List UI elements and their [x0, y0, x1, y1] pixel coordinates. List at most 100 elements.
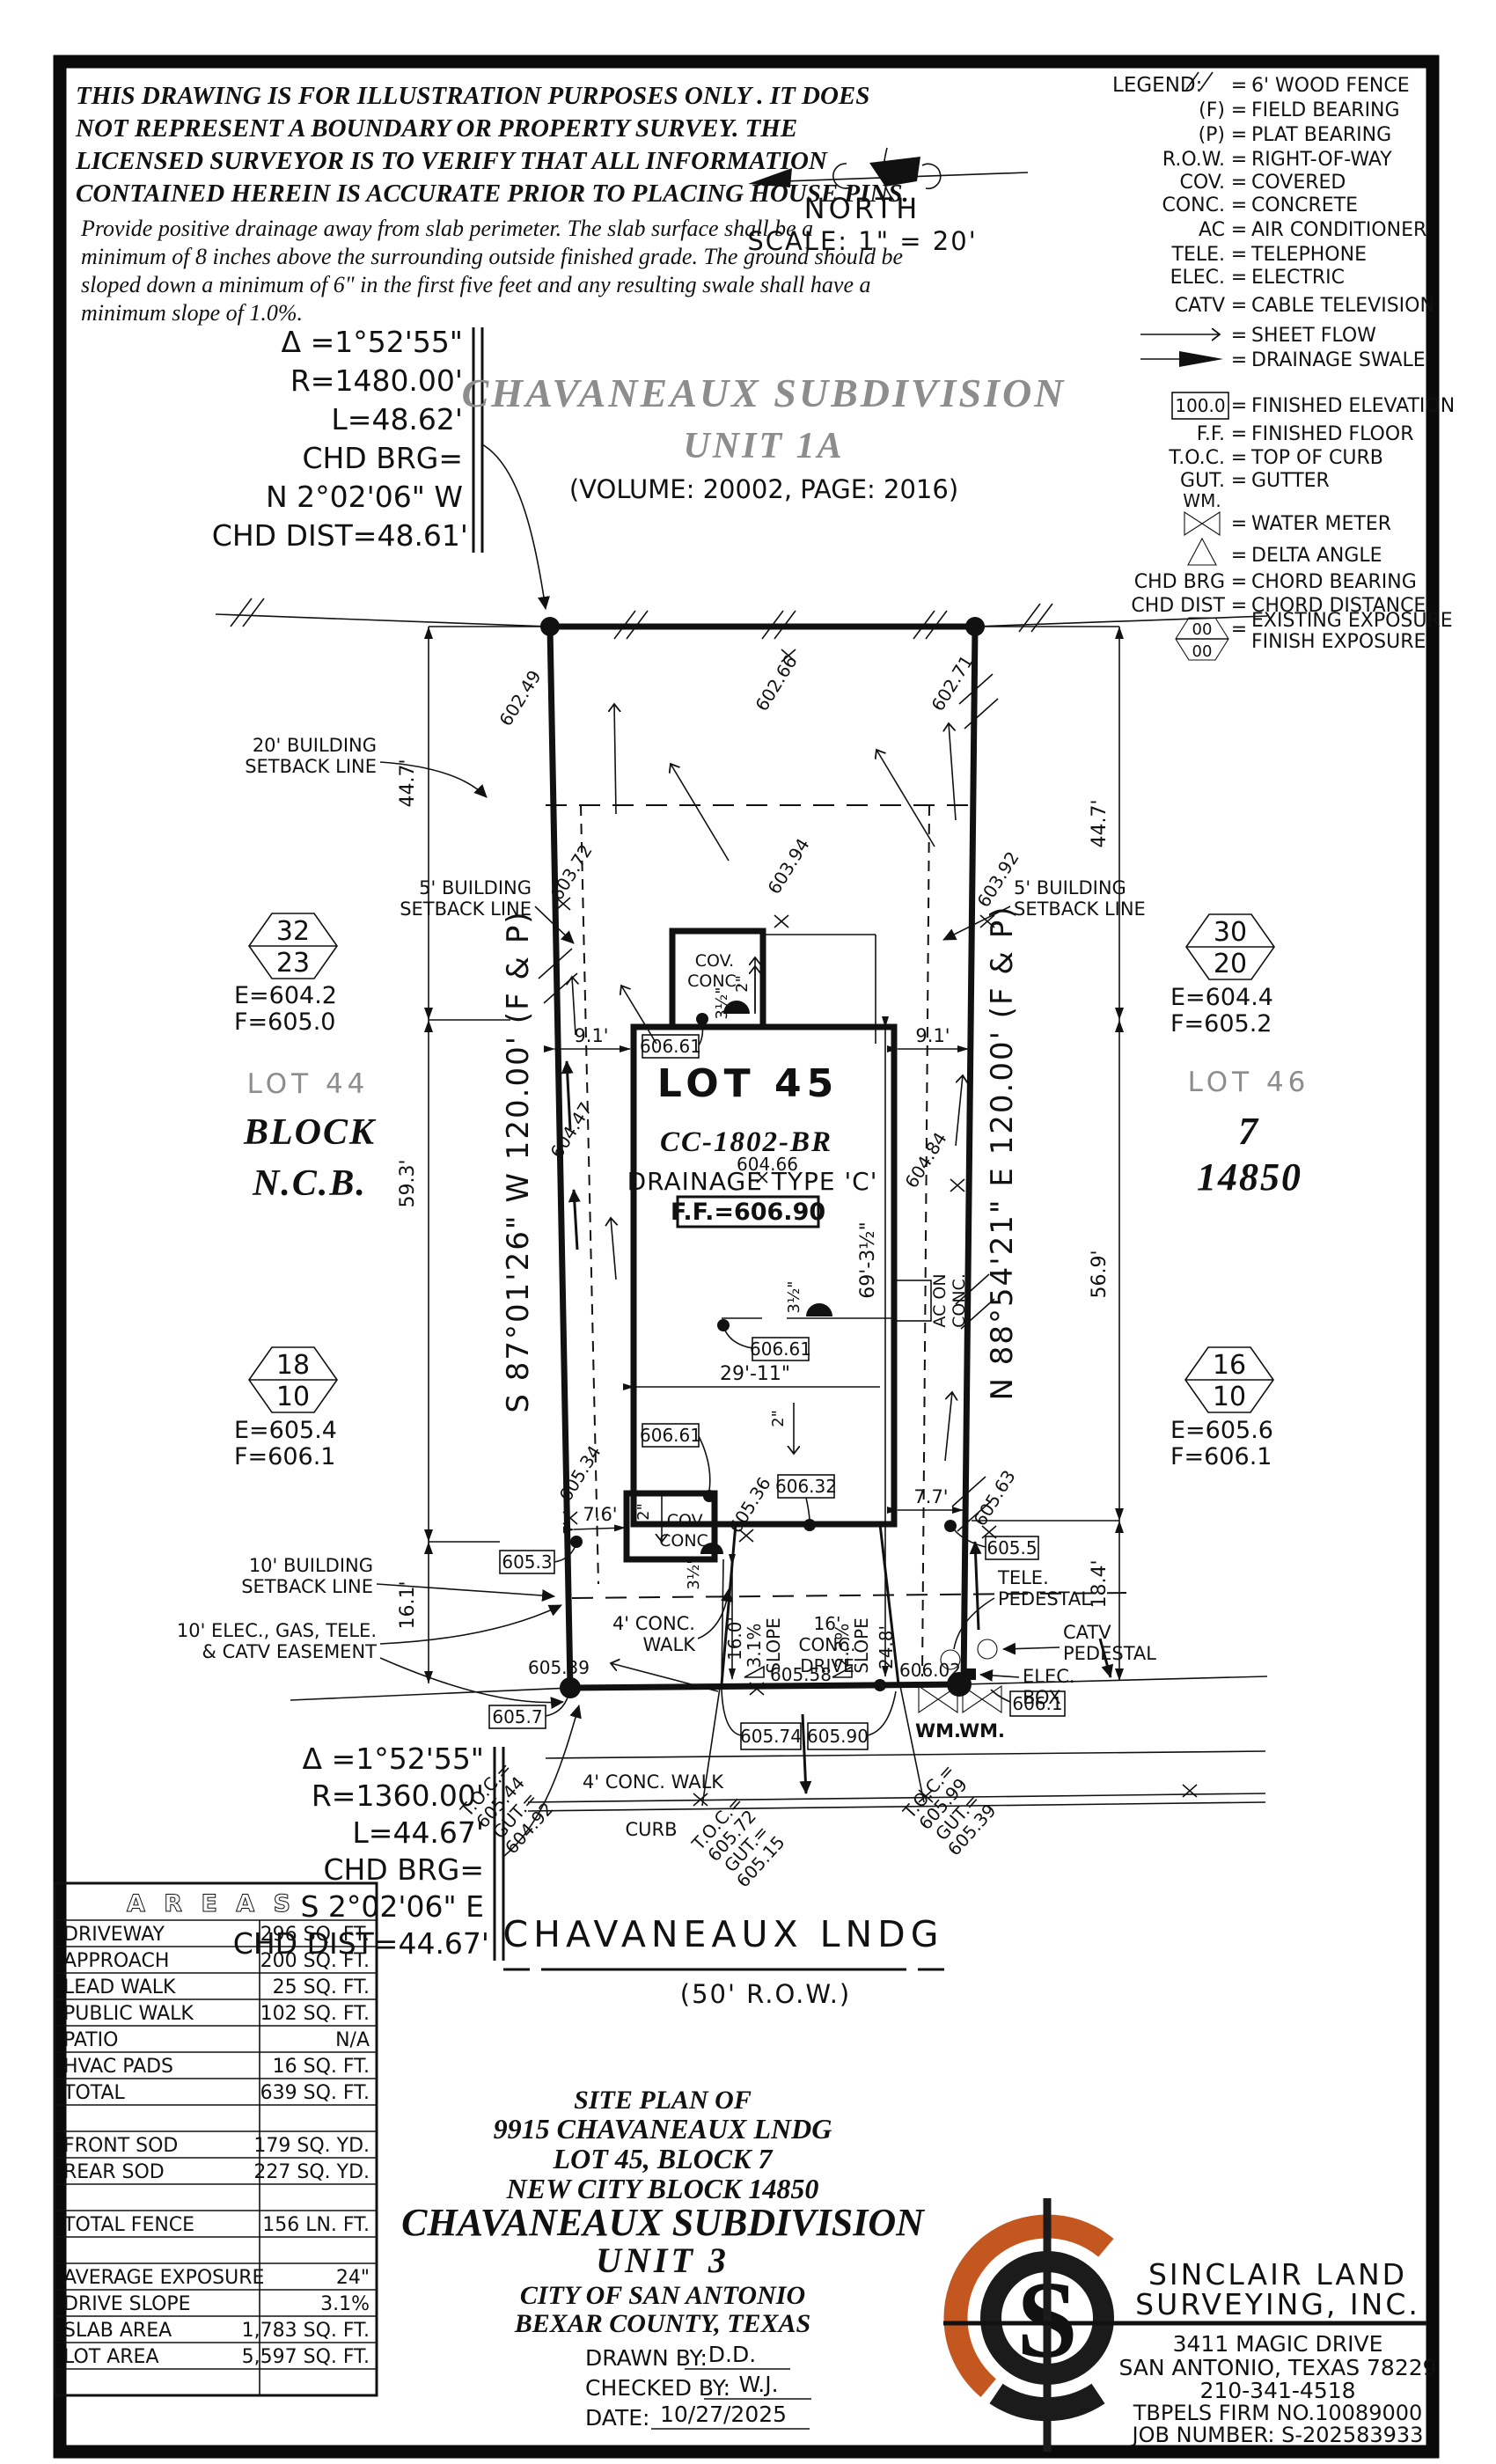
- hexagon-18-10: 18 10 E=605.4 F=606.1: [234, 1346, 338, 1470]
- catv-pedestal-icon: [977, 1639, 998, 1660]
- equals: =: [1231, 619, 1247, 641]
- dim-56-9: 56.9': [1089, 1250, 1111, 1298]
- equals: =: [1231, 545, 1247, 567]
- exposure-2: 2": [733, 975, 752, 993]
- legend-sym: T.O.C.: [1168, 447, 1225, 469]
- plat-drawing: 20' BUILDING SETBACK LINE 5' BUILDING SE…: [177, 598, 1305, 2009]
- date-value: 10/27/2025: [660, 2402, 787, 2427]
- equals: =: [1231, 124, 1247, 146]
- hex-finish: F=605.0: [234, 1008, 335, 1036]
- legend-label: FINISHED FLOOR: [1251, 423, 1413, 445]
- legend-label: CABLE TELEVISION: [1251, 295, 1434, 317]
- utilities: WM. WM. 606.1 TELE. PEDESTAL CATV PEDEST…: [915, 1567, 1156, 1742]
- tele-pedestal-icon: [940, 1649, 961, 1670]
- approach-edge-left: [701, 1687, 721, 1807]
- legend-sym: (P): [1199, 124, 1225, 146]
- ncb-14850-label: 14850: [1197, 1155, 1302, 1199]
- street-name: CHAVANEAUX LNDG: [503, 1913, 944, 1955]
- setback-5-label-right: SETBACK LINE: [1014, 898, 1146, 920]
- setback-5-leader-right: [942, 906, 1011, 941]
- hex-bot: 10: [1213, 1382, 1246, 1412]
- equals: =: [1231, 295, 1247, 317]
- legend-sym: R.O.W.: [1162, 149, 1225, 171]
- conc-label: CONC.: [687, 972, 742, 991]
- fe-605-90-box: [807, 1722, 869, 1750]
- table-row-value: 639 SQ. FT.: [260, 2082, 370, 2104]
- hex-bot: 20: [1214, 949, 1247, 979]
- setback-10ft-easement-line: [571, 1592, 1127, 1599]
- disclaimer: THIS DRAWING IS FOR ILLUSTRATION PURPOSE…: [75, 82, 909, 326]
- hex-finish: F=606.1: [234, 1443, 335, 1470]
- fe-606-1: 606.1: [1012, 1693, 1062, 1714]
- legend-label: CONCRETE: [1251, 194, 1358, 216]
- north-arrow-scroll: [832, 163, 942, 190]
- spot-602-49: 602.49: [495, 666, 545, 730]
- curve-leader: [481, 444, 550, 610]
- table-row-label: LEAD WALK: [63, 1976, 176, 1998]
- setback-5ft-line-left: [580, 804, 599, 1585]
- legend-sym: TELE.: [1171, 244, 1226, 266]
- scale-label: SCALE: 1" = 20': [747, 226, 977, 256]
- dim-44-7-left: 44.7': [397, 759, 419, 807]
- exposure-hexagons: 32 23 E=604.2 F=605.0 30 20 E=604.4 F=60…: [234, 913, 1275, 1470]
- fe-606-61: 606.61: [750, 1338, 811, 1360]
- setback-10-label: 10' BUILDING: [249, 1555, 373, 1576]
- equals: =: [1231, 219, 1247, 241]
- dim-chain-left: 44.7' 59.3' 16.1': [397, 626, 546, 1683]
- curve-length: L=44.67': [352, 1815, 484, 1850]
- table-row-label: DRIVE SLOPE: [63, 2293, 191, 2315]
- hex-existing: E=605.4: [234, 1417, 337, 1444]
- corner-monument: [965, 617, 985, 636]
- easement-label: & CATV EASEMENT: [202, 1641, 378, 1662]
- fe-605-7-box: [488, 1705, 546, 1729]
- leader: [953, 1529, 986, 1548]
- legend-label: ELECTRIC: [1251, 267, 1345, 289]
- subdivision-name: CHAVANEAUX SUBDIVISION: [462, 370, 1067, 415]
- leader: [979, 1668, 1020, 1682]
- corner-monument: [540, 617, 560, 636]
- drive-slope-31: 3.1%: [744, 1624, 765, 1668]
- lead-walk-edge: [721, 1558, 724, 1683]
- slope-symbol: [744, 1665, 765, 1678]
- adjacent-subdivision-title: CHAVANEAUX SUBDIVISION UNIT 1A (VOLUME: …: [462, 370, 1067, 504]
- table-row-value: 24": [336, 2267, 370, 2289]
- ac-pad: [895, 1280, 932, 1322]
- legend-sym: 00: [1192, 642, 1213, 661]
- firm-phone: 210-341-4518: [1199, 2378, 1355, 2403]
- house-footprint: [623, 928, 898, 1563]
- curve-radius: R=1480.00': [290, 363, 463, 398]
- setback-20-label: SETBACK LINE: [245, 756, 377, 777]
- equals: =: [1231, 447, 1247, 469]
- title-block: SITE PLAN OF 9915 CHAVANEAUX LNDG LOT 45…: [401, 2086, 926, 2431]
- title-line: 9915 CHAVANEAUX LNDG: [494, 2113, 832, 2145]
- hex-existing: E=604.4: [1170, 984, 1273, 1011]
- drawn-by-label: DRAWN BY:: [585, 2345, 708, 2371]
- easement-leader2: [379, 1657, 564, 1710]
- curve-chd-brg: N 2°02'06" W: [266, 480, 463, 514]
- water-meter-icon: [962, 1684, 983, 1714]
- legend-sym: (F): [1199, 99, 1225, 121]
- legend-label: DELTA ANGLE: [1251, 545, 1382, 567]
- slope-word: SLOPE: [851, 1617, 872, 1674]
- leader: [953, 1597, 995, 1650]
- curve-delta: Δ =1°52'55": [282, 325, 463, 359]
- legend-label: COVERED: [1251, 172, 1346, 194]
- equals: =: [1231, 244, 1247, 266]
- title-line: NEW CITY BLOCK 14850: [506, 2173, 819, 2204]
- leader: [721, 1689, 742, 1736]
- ff-box: [676, 1195, 820, 1228]
- flow-arrows: [572, 704, 963, 1692]
- driveway-edge-right: [878, 1523, 900, 1685]
- front-line-point: [874, 1679, 886, 1691]
- legend-label: CHORD DISTANCE: [1251, 595, 1426, 617]
- slope-symbol: [832, 1665, 853, 1678]
- legend: LEGEND: = 6' WOOD FENCE (F) = FIELD BEAR…: [1112, 71, 1455, 661]
- rear-line-extension-right: [974, 615, 1268, 627]
- water-meter-icon: [1184, 510, 1204, 537]
- street-row: (50' R.O.W.): [680, 1979, 852, 2009]
- curve-data-top: Δ =1°52'55" R=1480.00' L=48.62' CHD BRG=…: [212, 325, 550, 610]
- approach-edge-right: [899, 1685, 925, 1803]
- setback-5-label-left: SETBACK LINE: [400, 898, 532, 920]
- lead-walk-leader: [697, 1588, 734, 1639]
